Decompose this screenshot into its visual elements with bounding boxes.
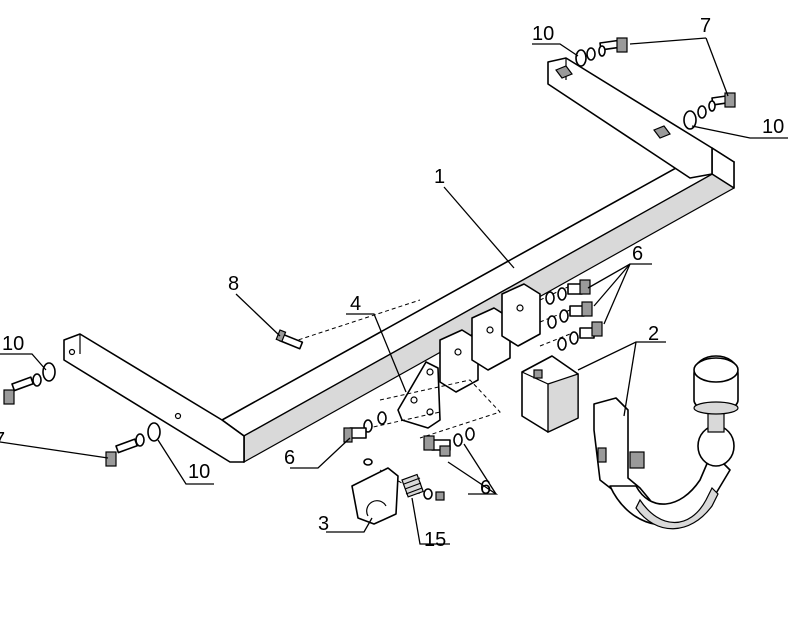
left-side-bracket: [63, 333, 245, 463]
callout-label-10b: 10: [762, 116, 784, 138]
callout-label-15: 15: [424, 529, 446, 551]
bracket-plate-part-4: [397, 361, 441, 429]
callout-label-6b: 6: [480, 477, 491, 499]
spring-part-15: [401, 473, 445, 501]
callout-label-1: 1: [434, 166, 445, 188]
tow-ball-neck-part-2: [593, 397, 735, 530]
bolt-set-part-6-right: [545, 279, 603, 351]
socket-block: [521, 355, 579, 433]
bolt-part-8: [275, 329, 304, 350]
right-side-bracket: [547, 57, 713, 179]
callout-label-7b: 7: [0, 429, 5, 451]
cross-beam-part-1: [221, 147, 735, 464]
callout-label-8: 8: [228, 273, 239, 295]
callout-label-10c: 10: [2, 333, 24, 355]
callout-label-10d: 10: [188, 461, 210, 483]
callout-label-10a: 10: [532, 23, 554, 45]
callout-label-6a: 6: [284, 447, 295, 469]
center-mounting-plates: [439, 283, 541, 393]
callout-label-3: 3: [318, 513, 329, 535]
callout-label-2: 2: [648, 323, 659, 345]
leader-lines: [0, 37, 788, 545]
bolt-set-top-right: [575, 37, 736, 130]
callout-label-4: 4: [350, 293, 361, 315]
callout-label-7a: 7: [700, 15, 711, 37]
bolt-set-left: [3, 362, 161, 467]
bolt-set-part-6-lower: [343, 411, 475, 457]
tow-ball-cover: [693, 355, 739, 415]
callout-label-6c: 6: [632, 243, 643, 265]
socket-plate-part-3: [351, 458, 399, 525]
